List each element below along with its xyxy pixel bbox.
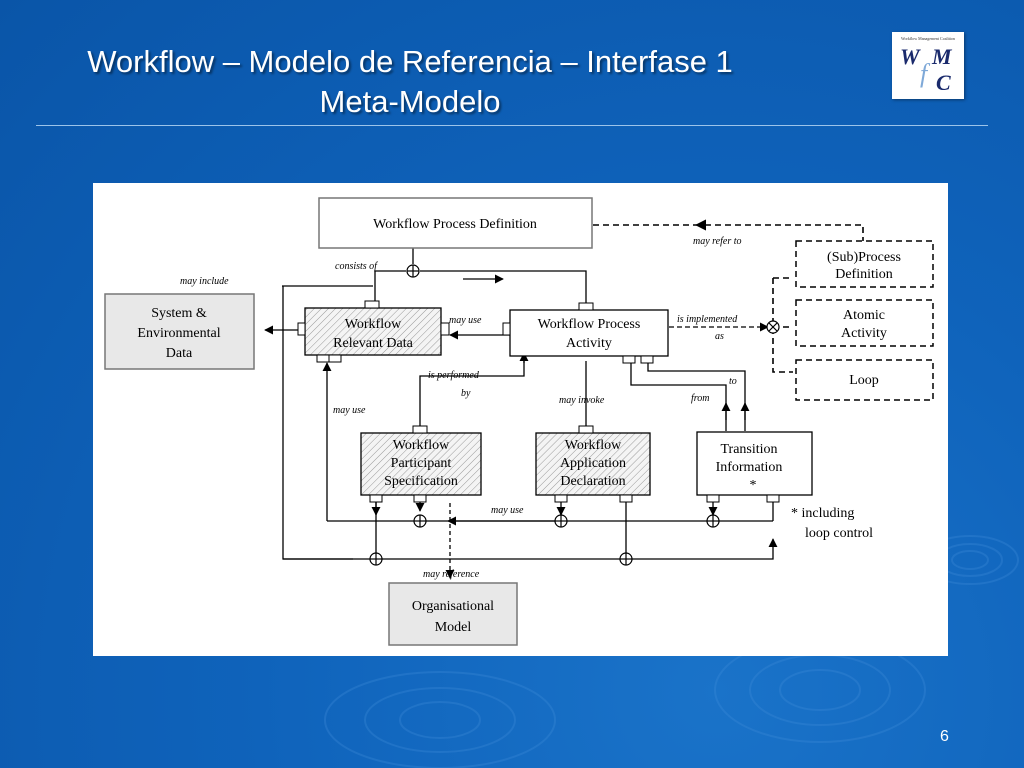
sys-label-line3: Data [166, 346, 193, 361]
junction-plus-marks [370, 265, 778, 565]
wps-label-line2: Participant [391, 456, 452, 471]
label-by: by [461, 388, 471, 399]
wfmc-logo: Workflow Management Coalition W f M C [892, 32, 964, 99]
box-atomic-activity: Atomic Activity [795, 299, 934, 347]
meta-model-diagram: Workflow Process Definition System & Env… [93, 183, 948, 656]
box-workflow-process-activity: Workflow Process Activity [502, 302, 669, 364]
label-may-use-left: may use [333, 405, 366, 416]
wad-label-line1: Workflow [565, 438, 622, 453]
slide-title: Workflow – Modelo de Referencia – Interf… [40, 42, 780, 122]
connector-lines [264, 248, 778, 579]
box-system-environmental-data: System & Environmental Data [104, 293, 255, 370]
wad-label-line3: Declaration [560, 474, 625, 489]
wpd-label: Workflow Process Definition [373, 217, 537, 232]
label-is-implemented: is implemented [677, 314, 738, 325]
atomic-label-line2: Activity [841, 326, 887, 341]
wfmc-logo-graphic: Workflow Management Coalition W f M C [900, 36, 955, 95]
label-from: from [691, 393, 710, 404]
label-is-performed: is performed [428, 370, 480, 381]
label-may-use-top: may use [449, 315, 482, 326]
box-workflow-process-definition: Workflow Process Definition [318, 197, 593, 249]
box-workflow-application-declaration: Workflow Application Declaration [535, 425, 651, 503]
label-may-include: may include [180, 276, 229, 287]
label-consists-of: consists of [335, 261, 378, 272]
label-may-reference: may reference [423, 569, 480, 580]
page-number: 6 [940, 728, 949, 745]
wps-label-line3: Specification [384, 474, 458, 489]
wpa-label-line1: Workflow Process [538, 317, 641, 332]
sys-label-line2: Environmental [137, 326, 220, 341]
wrd-label-line2: Relevant Data [333, 336, 413, 351]
sys-label-line1: System & [151, 306, 207, 321]
box-transition-information: Transition Information * [696, 431, 813, 503]
title-divider [36, 125, 988, 126]
box-loop: Loop [795, 359, 934, 401]
box-workflow-participant-specification: Workflow Participant Specification [360, 425, 482, 503]
wps-label-line1: Workflow [393, 438, 450, 453]
slide-title-line2: Meta-Modelo [319, 84, 501, 119]
wad-label-line2: Application [560, 456, 626, 471]
diagram-svg: Workflow Process Definition System & Env… [104, 197, 934, 646]
label-as: as [715, 331, 724, 342]
box-subprocess-definition: (Sub)Process Definition [795, 240, 934, 288]
logo-letter-c: C [936, 70, 951, 95]
atomic-label-line1: Atomic [843, 308, 885, 323]
org-label-line2: Model [435, 620, 472, 635]
label-may-refer-to: may refer to [693, 236, 742, 247]
wrd-label-line1: Workflow [345, 317, 402, 332]
slide-title-line1: Workflow – Modelo de Referencia – Interf… [87, 44, 733, 79]
label-to: to [729, 376, 737, 387]
logo-letter-f: f [920, 59, 931, 88]
label-including: * including [791, 506, 854, 521]
label-may-use-bottom: may use [491, 505, 524, 516]
label-loop-control: loop control [805, 526, 873, 541]
logo-tagline: Workflow Management Coalition [901, 36, 955, 41]
logo-letter-m: M [931, 44, 953, 69]
loop-label: Loop [849, 373, 879, 388]
sub-label-line2: Definition [835, 267, 893, 282]
logo-letter-w: W [900, 44, 921, 69]
sub-label-line1: (Sub)Process [827, 250, 901, 265]
label-may-invoke: may invoke [559, 395, 605, 406]
ti-label-line3: * [750, 478, 757, 493]
box-organisational-model: Organisational Model [388, 582, 518, 646]
wpa-label-line2: Activity [566, 336, 612, 351]
ti-label-line1: Transition [720, 442, 777, 457]
ti-label-line2: Information [716, 460, 783, 475]
box-workflow-relevant-data: Workflow Relevant Data [297, 300, 450, 363]
org-label-line1: Organisational [412, 599, 494, 614]
